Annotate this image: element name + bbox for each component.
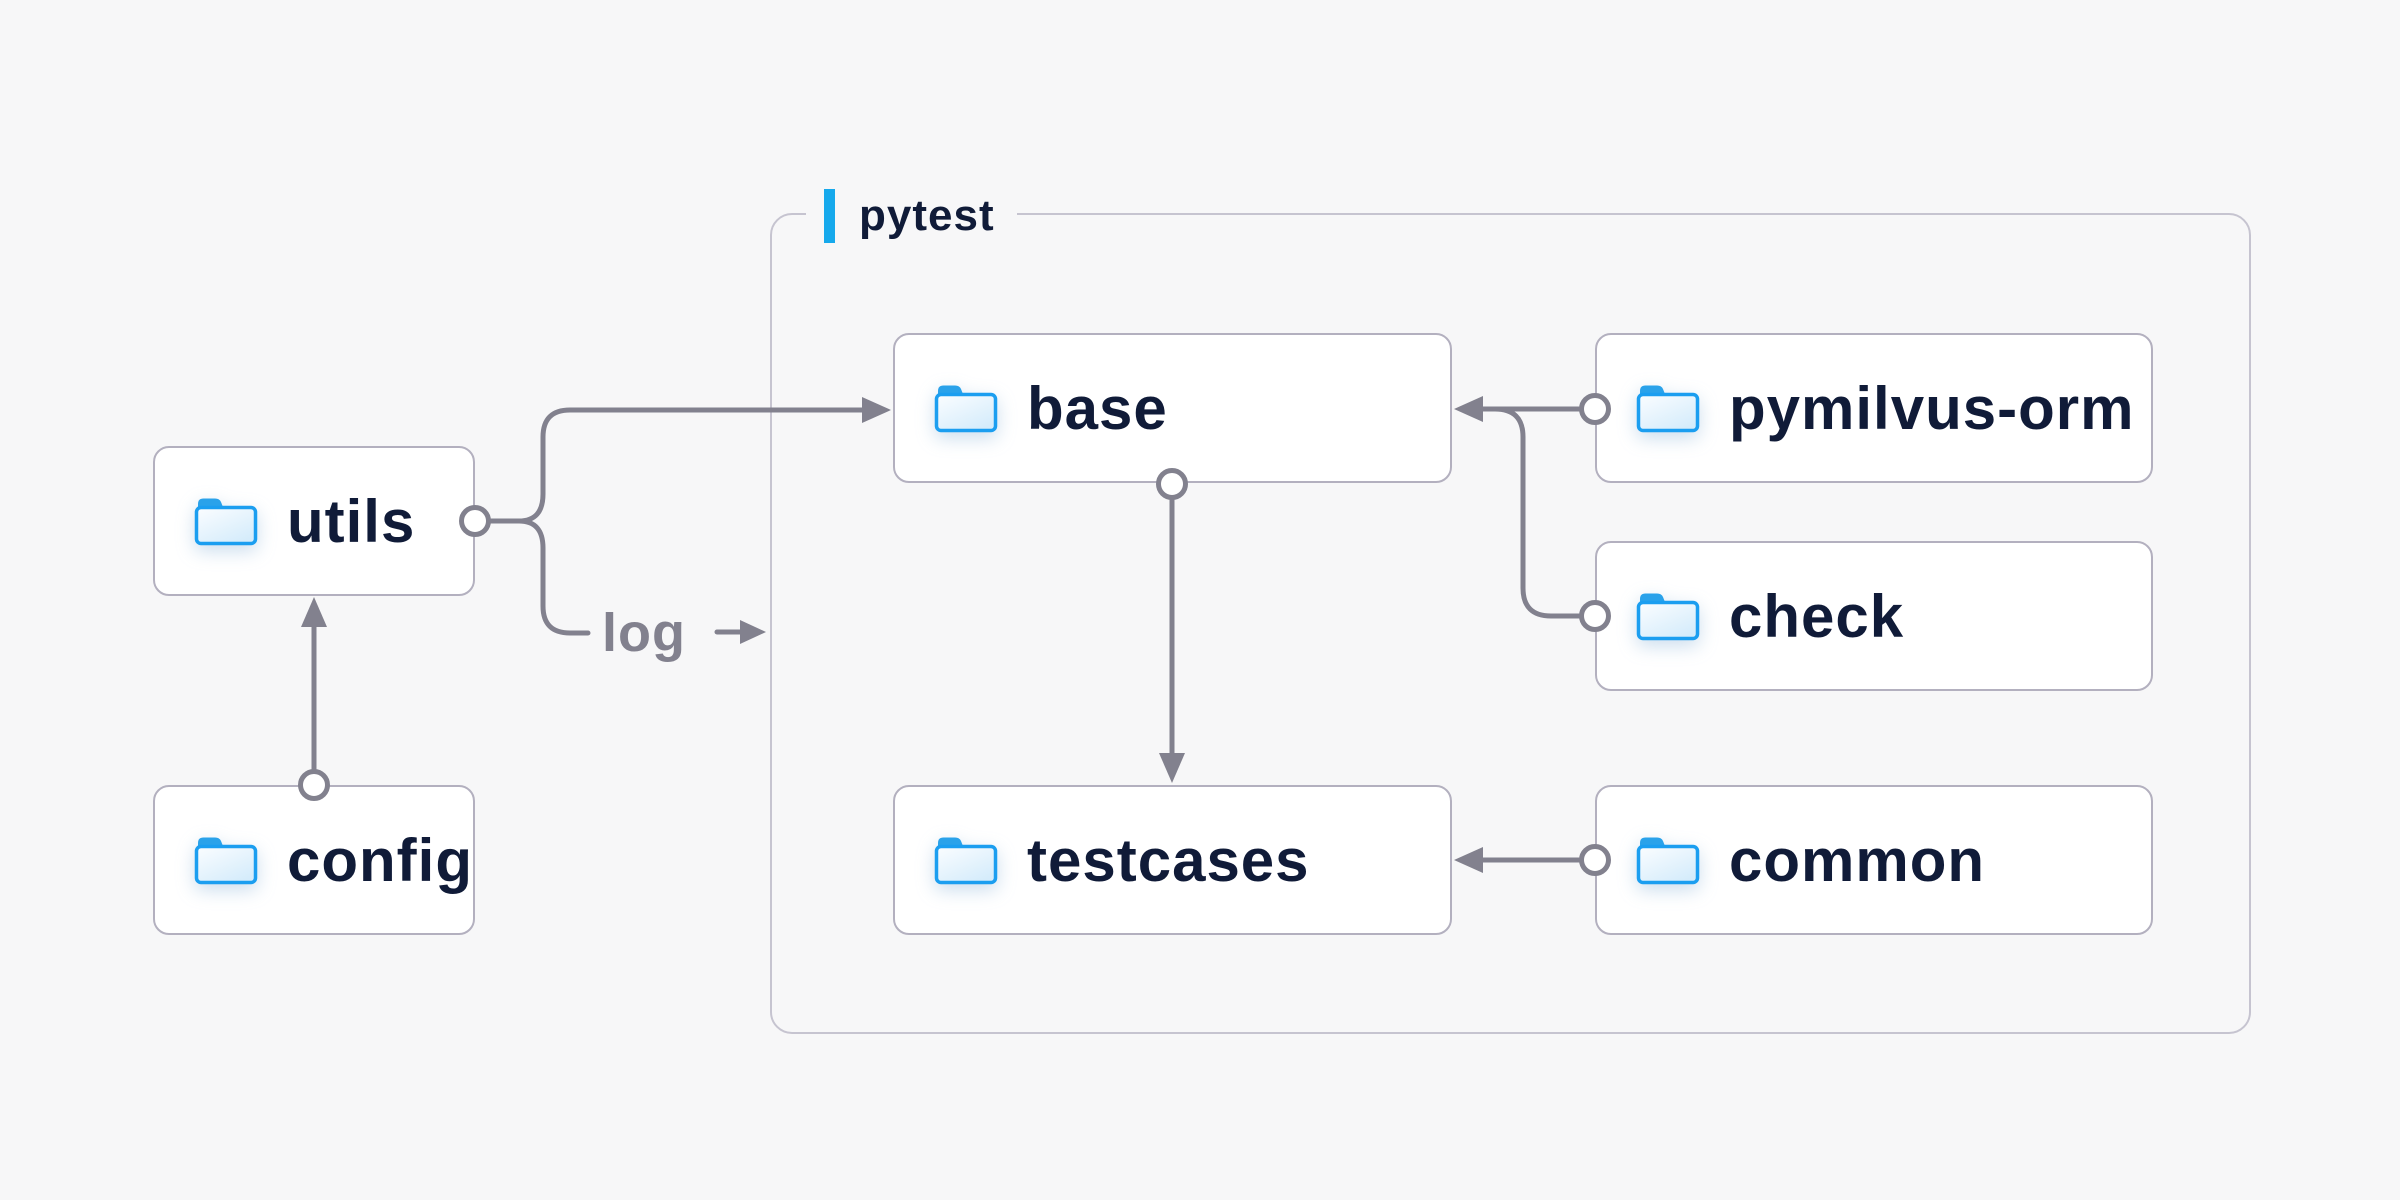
accent-bar-icon <box>824 189 835 243</box>
node-check: check <box>1595 541 2153 691</box>
edge-log-label: log <box>602 603 686 663</box>
edge-log-arrowhead <box>740 620 766 644</box>
node-utils-label: utils <box>287 487 416 555</box>
pytest-container <box>770 213 2251 1034</box>
node-base-label: base <box>1027 374 1168 442</box>
folder-icon <box>934 383 998 433</box>
node-config-label: config <box>287 826 473 894</box>
folder-icon <box>1636 591 1700 641</box>
node-utils: utils <box>153 446 475 596</box>
pytest-container-label: pytest <box>806 186 1017 246</box>
node-base: base <box>893 333 1452 483</box>
node-testcases-label: testcases <box>1027 826 1310 894</box>
folder-icon <box>934 835 998 885</box>
node-config: config <box>153 785 475 935</box>
node-check-label: check <box>1729 582 1905 650</box>
folder-icon <box>1636 383 1700 433</box>
container-title: pytest <box>859 191 995 240</box>
edge-utils-log-line <box>516 518 591 636</box>
node-pymilvus-orm: pymilvus-orm <box>1595 333 2153 483</box>
node-common-label: common <box>1729 826 1986 894</box>
node-testcases: testcases <box>893 785 1452 935</box>
folder-icon <box>194 835 258 885</box>
node-common: common <box>1595 785 2153 935</box>
edge-config-utils-arrowhead <box>301 597 327 627</box>
folder-icon <box>194 496 258 546</box>
folder-icon <box>1636 835 1700 885</box>
node-pymilvus-orm-label: pymilvus-orm <box>1729 374 2135 442</box>
